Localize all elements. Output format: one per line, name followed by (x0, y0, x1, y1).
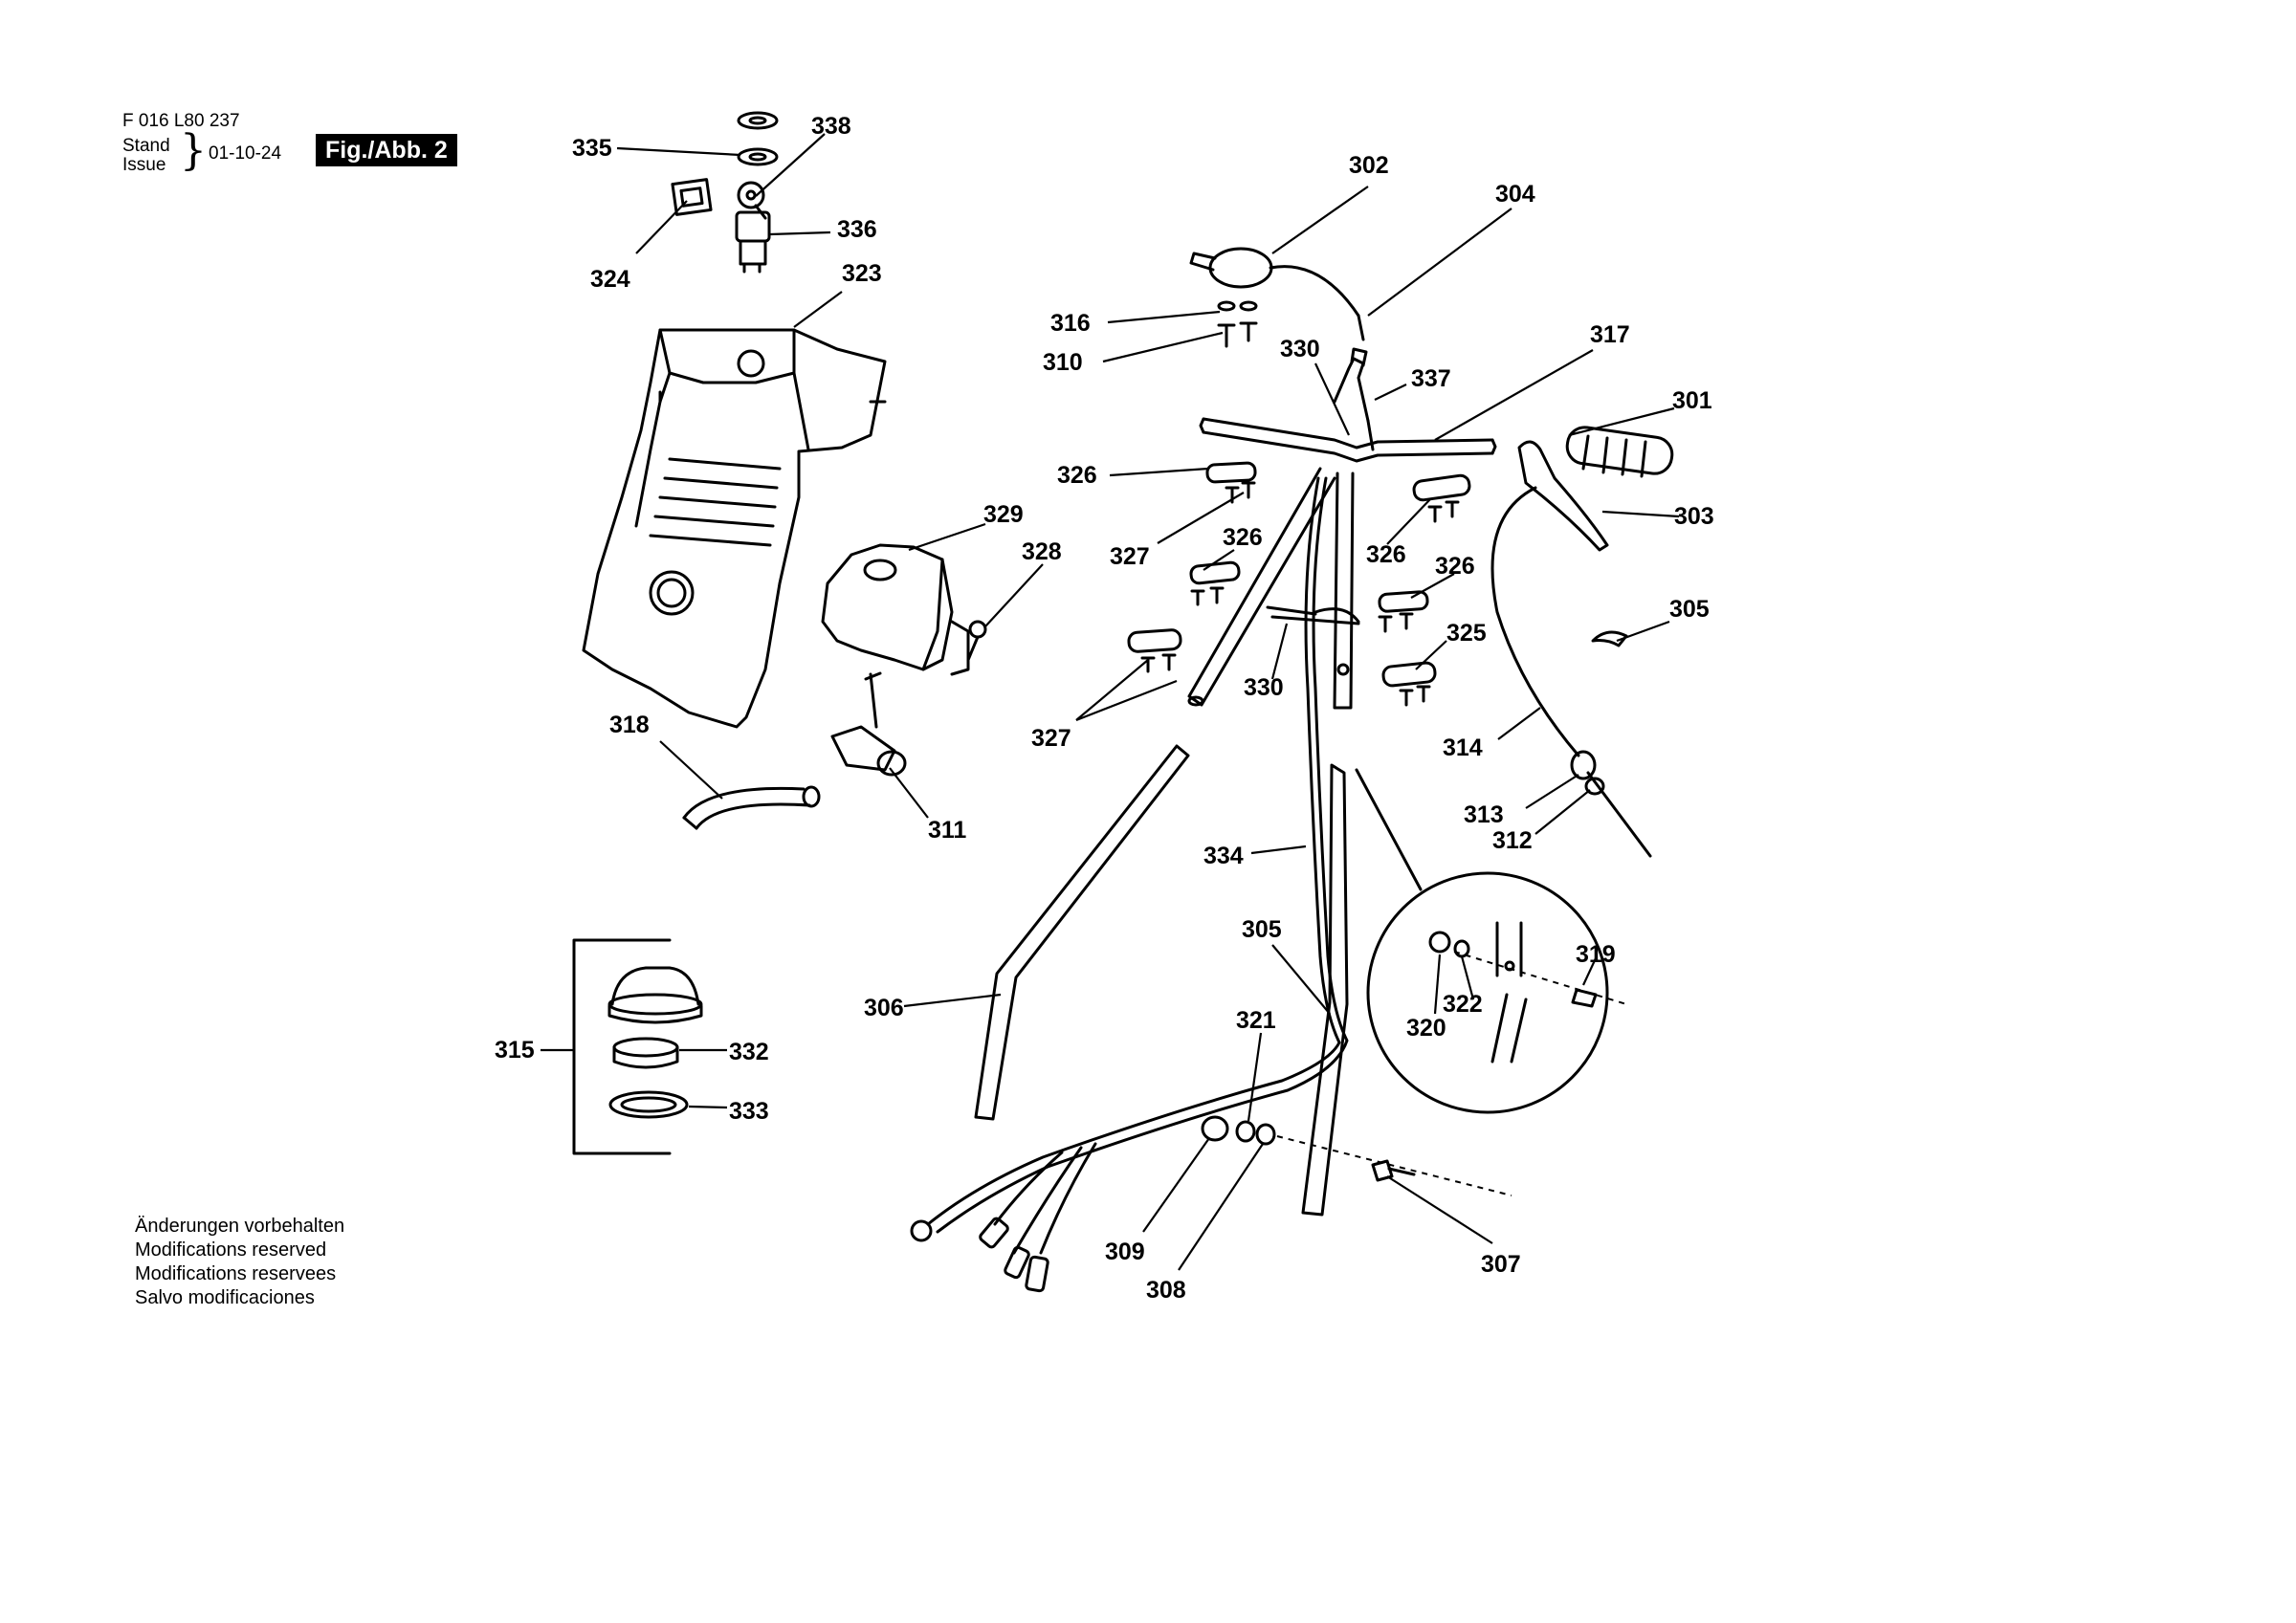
callout-304: 304 (1495, 181, 1535, 208)
screws-327 (1140, 481, 1460, 707)
column-330 (1333, 347, 1375, 451)
brace-glyph: } (180, 126, 207, 175)
callout-330b: 330 (1244, 674, 1284, 701)
clip-305 (1591, 630, 1628, 647)
screw-328 (966, 620, 987, 662)
callout-327b: 327 (1031, 725, 1071, 752)
lever-303 (1517, 440, 1609, 552)
frame-tube-306 (974, 744, 1190, 1121)
clamp-330 (1266, 605, 1360, 625)
callout-329: 329 (983, 501, 1024, 528)
callout-332: 332 (729, 1039, 769, 1065)
callout-337: 337 (1411, 365, 1451, 392)
callout-322: 322 (1443, 991, 1483, 1018)
callout-312: 312 (1492, 827, 1533, 854)
hose-318 (682, 785, 821, 830)
washer-316 (1217, 300, 1258, 312)
frame-tube-right (1333, 472, 1355, 710)
throttle-control-302 (1189, 247, 1365, 341)
cable-nut-313 (1570, 750, 1605, 796)
screws-310 (1217, 321, 1258, 348)
callout-326a: 326 (1057, 462, 1097, 489)
plates-326 (1127, 461, 1471, 688)
cable-314 (1490, 486, 1652, 858)
callout-320: 320 (1406, 1015, 1446, 1042)
modification-notes: Änderungen vorbehalten Modifications res… (135, 1215, 344, 1310)
callout-307: 307 (1481, 1251, 1521, 1278)
stand-label: Stand (122, 136, 170, 156)
callout-321: 321 (1236, 1007, 1276, 1034)
part-drawings (572, 111, 1674, 1293)
nut-309 (1201, 1115, 1229, 1142)
callout-335: 335 (572, 135, 612, 162)
callout-324: 324 (590, 266, 630, 293)
callout-317: 317 (1590, 321, 1630, 348)
frame-tube-lower-right (1301, 763, 1349, 1217)
callout-310: 310 (1043, 349, 1083, 376)
callout-330a: 330 (1280, 336, 1320, 362)
callout-313: 313 (1464, 801, 1504, 828)
callout-311: 311 (928, 817, 966, 844)
washer-335 (737, 111, 779, 166)
fuel-tank-329 (821, 543, 970, 676)
housing-cover-323 (582, 328, 887, 729)
note-english: Modifications reserved (135, 1239, 327, 1261)
leader-lines (541, 133, 1680, 1271)
handlebar-317 (1199, 417, 1497, 463)
callout-328: 328 (1022, 538, 1062, 565)
seal-plate-324 (671, 178, 713, 216)
callout-302: 302 (1349, 152, 1389, 179)
callout-301: 301 (1672, 387, 1712, 414)
callout-327a: 327 (1110, 543, 1150, 570)
wire-harness-334 (910, 476, 1349, 1293)
issue-date: 01-10-24 (209, 143, 282, 164)
ignition-switch-336 (735, 210, 771, 274)
note-french: Modifications reservees (135, 1263, 337, 1284)
callout-315: 315 (495, 1037, 535, 1064)
note-german: Änderungen vorbehalten (135, 1216, 345, 1237)
callout-325: 325 (1446, 620, 1487, 647)
callout-labels: 335 338 336 324 323 302 304 316 310 330 … (495, 113, 1714, 1304)
callout-333: 333 (729, 1098, 769, 1125)
callout-334: 334 (1203, 843, 1244, 869)
washer-308 (1255, 1123, 1276, 1146)
callout-306: 306 (864, 995, 904, 1021)
callout-314: 314 (1443, 735, 1483, 761)
issue-label: Issue (122, 155, 166, 175)
callout-318: 318 (609, 712, 650, 738)
assembly-axis-307 (1276, 1135, 1512, 1196)
callout-326d: 326 (1435, 553, 1475, 580)
callout-305b: 305 (1242, 916, 1282, 943)
document-number: F 016 L80 237 (122, 111, 240, 131)
callout-309: 309 (1105, 1239, 1145, 1265)
callout-326c: 326 (1366, 541, 1406, 568)
callout-305a: 305 (1669, 596, 1710, 623)
washer-321 (1235, 1120, 1256, 1143)
callout-336: 336 (837, 216, 877, 243)
callout-316: 316 (1050, 310, 1091, 337)
callout-303: 303 (1674, 503, 1714, 530)
grip-301 (1565, 426, 1674, 478)
detail-view (1355, 768, 1627, 1114)
callout-323: 323 (842, 260, 882, 287)
callout-326b: 326 (1223, 524, 1263, 551)
bolt-307 (1371, 1159, 1416, 1182)
figure-badge: Fig./Abb. 2 (316, 134, 457, 166)
callout-308: 308 (1146, 1277, 1186, 1304)
frame-tube-left (1187, 467, 1336, 707)
callout-338: 338 (811, 113, 851, 140)
note-spanish: Salvo modificaciones (135, 1287, 315, 1308)
fuel-valve-311 (830, 671, 907, 777)
callout-319: 319 (1576, 941, 1616, 968)
cap-assembly-315 (572, 938, 703, 1155)
